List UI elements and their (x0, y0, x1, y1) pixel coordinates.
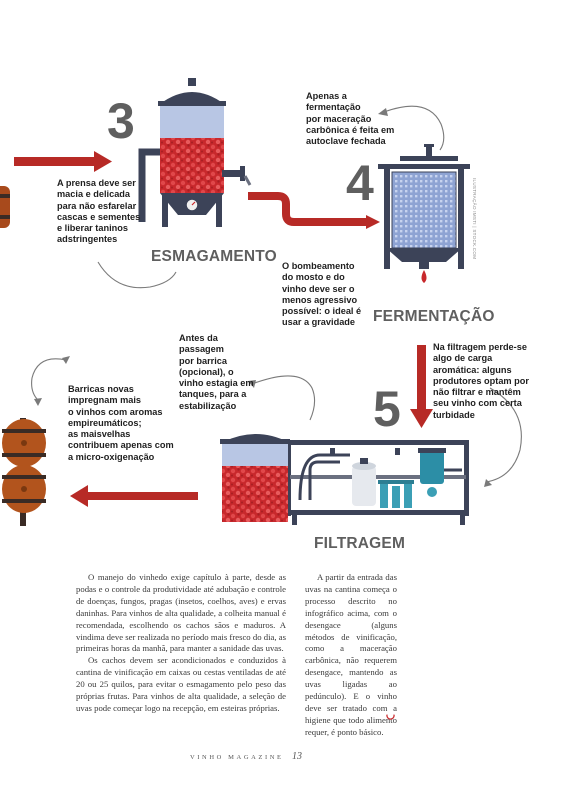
callout-filtragem (485, 387, 522, 483)
callout-arrowheads (34, 108, 492, 487)
stage-filtragem: FILTRAGEM (314, 535, 406, 552)
article-column-1: O manejo do vinhedo exige capítulo à par… (76, 572, 286, 715)
fermenter-press (378, 144, 470, 283)
callout-arrows (31, 105, 522, 483)
callout-barricas (31, 358, 67, 401)
step-number-3: 3 (107, 93, 135, 149)
step-number-5: 5 (373, 381, 401, 437)
stage-esmagamento: ESMAGAMENTO (151, 248, 277, 265)
winemaking-infographic (0, 78, 522, 526)
stage-fermentacao: FERMENTAÇÃO (373, 308, 495, 325)
article-paragraph: O manejo do vinhedo exige capítulo à par… (76, 572, 286, 654)
article-paragraph: Os cachos devem ser acondicionados e con… (76, 655, 286, 713)
pipe-crusher-to-fermenter (248, 192, 368, 226)
barrel-stack (2, 418, 46, 526)
footer-magazine-name: VINHO MAGAZINE (190, 754, 284, 761)
pipe-arrow-head (366, 215, 380, 229)
barrel-edge-top (0, 186, 10, 228)
callout-maceracao (383, 105, 445, 151)
filtration-system (220, 434, 469, 525)
arrow-fermenter-down (410, 345, 433, 428)
arrow-filtration-to-barrels (70, 485, 198, 507)
article-column-2: A partir da entrada das uvas na cantina … (305, 572, 397, 739)
callout-prensa (97, 261, 177, 289)
illustration-credit: ILUSTRAÇÃO IMSTI | STOCK.COM (472, 178, 477, 260)
end-mark-icon (386, 711, 395, 720)
arrow-into-crusher (14, 151, 112, 172)
article-paragraph: A partir da entrada das uvas na cantina … (305, 572, 397, 737)
page-number: 13 (292, 751, 302, 762)
step-number-4: 4 (346, 155, 374, 211)
crusher-tank (138, 78, 252, 227)
callout-estagio (251, 375, 316, 421)
